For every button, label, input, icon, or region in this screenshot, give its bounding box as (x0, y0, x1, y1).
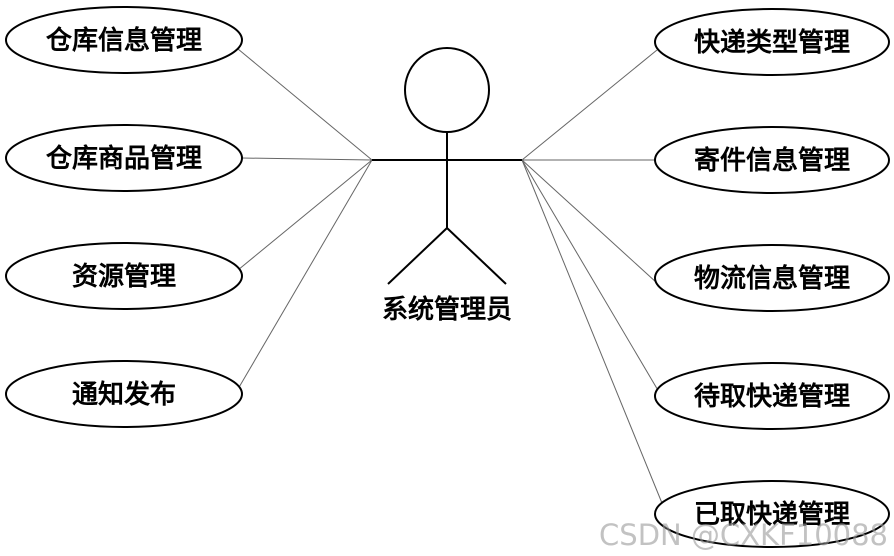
actor-left-leg (387, 227, 448, 285)
use-case-label: 通知发布 (72, 379, 176, 410)
use-case-right-2[interactable]: 寄件信息管理 (654, 126, 890, 194)
actor-head (404, 47, 490, 133)
use-case-label: 资源管理 (72, 262, 176, 292)
use-case-right-4[interactable]: 待取快递管理 (654, 362, 890, 430)
use-case-label: 仓库商品管理 (45, 143, 202, 174)
use-case-left-1[interactable]: 仓库信息管理 (5, 6, 243, 74)
use-case-label: 快递类型管理 (694, 27, 850, 58)
association-line (521, 49, 658, 161)
association-lines (237, 48, 665, 509)
use-case-left-2[interactable]: 仓库商品管理 (5, 124, 243, 192)
use-case-ellipse (654, 362, 890, 430)
use-case-ellipse (5, 6, 243, 74)
association-line (237, 48, 373, 161)
use-case-left-4[interactable]: 通知发布 (5, 360, 243, 428)
association-line (521, 159, 660, 393)
use-case-right-5[interactable]: 已取快递管理 (654, 480, 890, 548)
use-case-ellipse (654, 244, 890, 312)
association-line (237, 159, 373, 271)
use-case-label: 物流信息管理 (694, 263, 850, 294)
use-case-ellipse (654, 8, 890, 76)
watermark-text: CSDN @CXKF10088 (599, 518, 888, 552)
use-case-label: 待取快递管理 (694, 381, 850, 412)
use-case-right-3[interactable]: 物流信息管理 (654, 244, 890, 312)
use-case-right-1[interactable]: 快递类型管理 (654, 8, 890, 76)
use-case-label: 仓库信息管理 (45, 25, 202, 56)
association-line (521, 159, 665, 509)
use-case-ellipse (654, 480, 890, 548)
association-line (237, 159, 373, 390)
use-case-ellipse (5, 242, 243, 310)
use-case-ellipse (5, 360, 243, 428)
use-case-left-3[interactable]: 资源管理 (5, 242, 243, 310)
use-case-label: 寄件信息管理 (694, 145, 850, 176)
actor-right-leg (446, 227, 507, 285)
actor-stick-figure: 系统管理员 (372, 47, 522, 325)
association-line (241, 157, 373, 161)
use-case-ellipse (5, 124, 243, 192)
use-case-label: 已取快递管理 (694, 499, 850, 530)
actor-label: 系统管理员 (382, 294, 512, 325)
association-line (521, 159, 658, 284)
use-case-ellipse (654, 126, 890, 194)
